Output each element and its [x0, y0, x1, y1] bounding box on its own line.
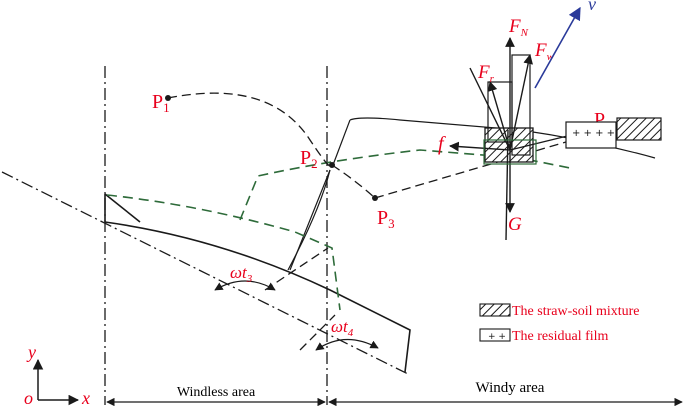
- force-f-label: f: [438, 133, 446, 155]
- force-f-arrow: [449, 141, 511, 152]
- points: P1 P2 P3 P4: [152, 91, 612, 231]
- velocity-arrow: [534, 6, 581, 89]
- windless-area-label: Windless area: [177, 385, 256, 400]
- point-p1-dot: [165, 95, 171, 101]
- tine-blade: [104, 169, 411, 373]
- point-p3-label: P3: [377, 207, 395, 231]
- particle-highlight: [483, 139, 537, 165]
- windy-area-label: Windy area: [476, 380, 545, 396]
- velocity-label: v: [588, 0, 596, 14]
- force-line-a: [469, 67, 511, 151]
- force-g-label: G: [508, 214, 522, 235]
- force-fr-label: Fr: [477, 62, 495, 85]
- legend: The straw-soil mixture + + The residual …: [479, 303, 640, 344]
- particle-straw-soil-p4: [616, 117, 662, 141]
- origin-label: o: [24, 388, 33, 407]
- legend-residual-film-swatch: [479, 328, 511, 342]
- legend-straw-soil-swatch: [479, 303, 511, 317]
- point-p2-dot: [329, 162, 335, 168]
- zone-boundaries: [104, 66, 328, 405]
- shell-left: [332, 119, 351, 166]
- green-path-lower: [106, 194, 341, 311]
- force-fn-label: FN: [508, 16, 529, 39]
- x-axis-label: x: [81, 388, 90, 407]
- force-diagram: FN Fw Fr f G v: [438, 0, 601, 241]
- particle-straw-soil: [484, 127, 534, 163]
- force-fw-label: Fw: [534, 40, 555, 63]
- point-p2-label: P2: [300, 147, 318, 171]
- force-fr-arrow: [487, 81, 511, 151]
- p4-particles: + + + +: [483, 117, 662, 165]
- tine-centerline: [1, 171, 409, 375]
- legend-residual-film-label: The residual film: [512, 329, 609, 344]
- blade-outline: [104, 221, 411, 373]
- y-axis-label: y: [26, 342, 36, 362]
- trajectory-p3-p4: [374, 131, 601, 199]
- green-path-upper: [239, 149, 571, 221]
- blade-tip-left: [104, 193, 141, 223]
- force-g-extension: [505, 129, 509, 241]
- legend-straw-soil-label: The straw-soil mixture: [512, 304, 640, 319]
- point-p3-dot: [372, 195, 378, 201]
- blade-dash-1: [264, 247, 329, 291]
- legend-film-dot: + +: [488, 332, 506, 342]
- point-p1-label: P1: [152, 91, 170, 115]
- coordinate-axes: y x o: [24, 342, 90, 407]
- trajectory-p1-p2: [167, 92, 331, 167]
- angle-wt3-arc: [214, 280, 276, 291]
- film-dots: + + + +: [572, 128, 615, 139]
- trajectory-p2-p3: [331, 164, 376, 199]
- blade-dash-2: [299, 314, 336, 351]
- angle-wt4-label: ωt4: [331, 317, 354, 339]
- force-box-fr: [487, 81, 513, 143]
- area-dimensions: Windless area Windy area: [106, 380, 683, 407]
- angles: ωt3 ωt4: [214, 263, 379, 351]
- particle-residual-film: [565, 121, 617, 149]
- blade-stem-2: [289, 169, 331, 271]
- force-fw-arrow: [509, 54, 533, 151]
- angle-wt4-arc: [315, 338, 379, 351]
- angle-wt3-label: ωt3: [230, 263, 253, 285]
